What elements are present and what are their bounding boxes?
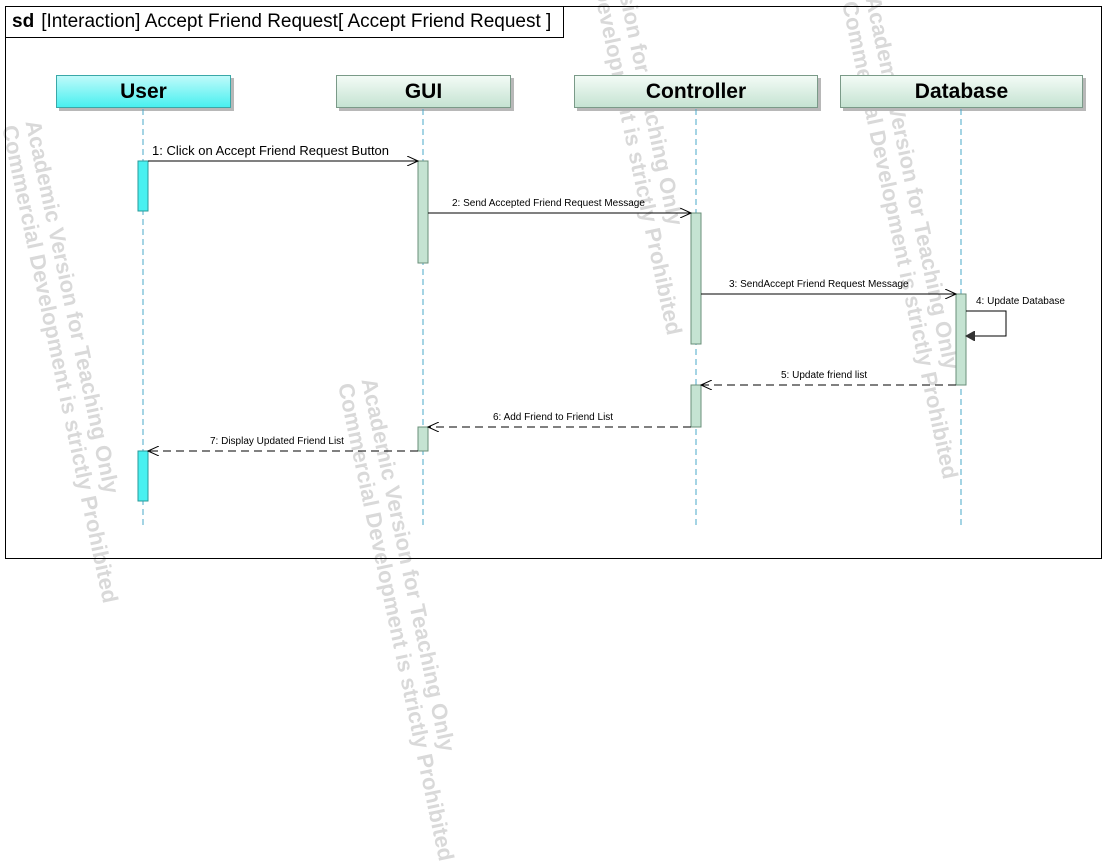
lifeline-name: Database: [914, 79, 1009, 103]
activation-controller-2[interactable]: [690, 384, 702, 428]
lifeline-head-database[interactable]: Database: [840, 75, 1083, 108]
frame-title-tab: sd [Interaction] Accept Friend Request[ …: [6, 7, 565, 38]
message-label-5: 5: Update friend list: [781, 370, 868, 381]
lifeline-head-user[interactable]: User: [56, 75, 231, 108]
lifeline-name: GUI: [404, 79, 443, 103]
message-label-4: 4: Update Database: [976, 296, 1065, 307]
lifeline-head-controller[interactable]: Controller: [574, 75, 818, 108]
frame-keyword: sd: [12, 11, 35, 32]
frame-border: [5, 6, 1102, 559]
message-label-6: 6: Add Friend to Friend List: [493, 412, 614, 423]
activation-gui-2[interactable]: [417, 426, 429, 452]
message-label-2: 2: Send Accepted Friend Request Message: [452, 198, 645, 209]
diagram-canvas: [137, 109, 1007, 526]
activation-controller-1[interactable]: [690, 212, 702, 345]
activation-database-1[interactable]: [955, 293, 967, 386]
frame-title: [Interaction] Accept Friend Request[ Acc…: [41, 11, 552, 32]
message-label-1: 1: Click on Accept Friend Request Button: [152, 143, 390, 158]
message-label-3: 3: SendAccept Friend Request Message: [729, 279, 909, 290]
message-arrow-4[interactable]: [966, 310, 1007, 336]
activation-user-1[interactable]: [137, 160, 149, 212]
message-label-7: 7: Display Updated Friend List: [210, 436, 344, 447]
lifeline-name: Controller: [645, 79, 747, 103]
lifeline-name: User: [120, 79, 167, 103]
activation-gui-1[interactable]: [417, 160, 429, 264]
activation-user-2[interactable]: [137, 450, 149, 502]
lifeline-head-gui[interactable]: GUI: [336, 75, 511, 108]
